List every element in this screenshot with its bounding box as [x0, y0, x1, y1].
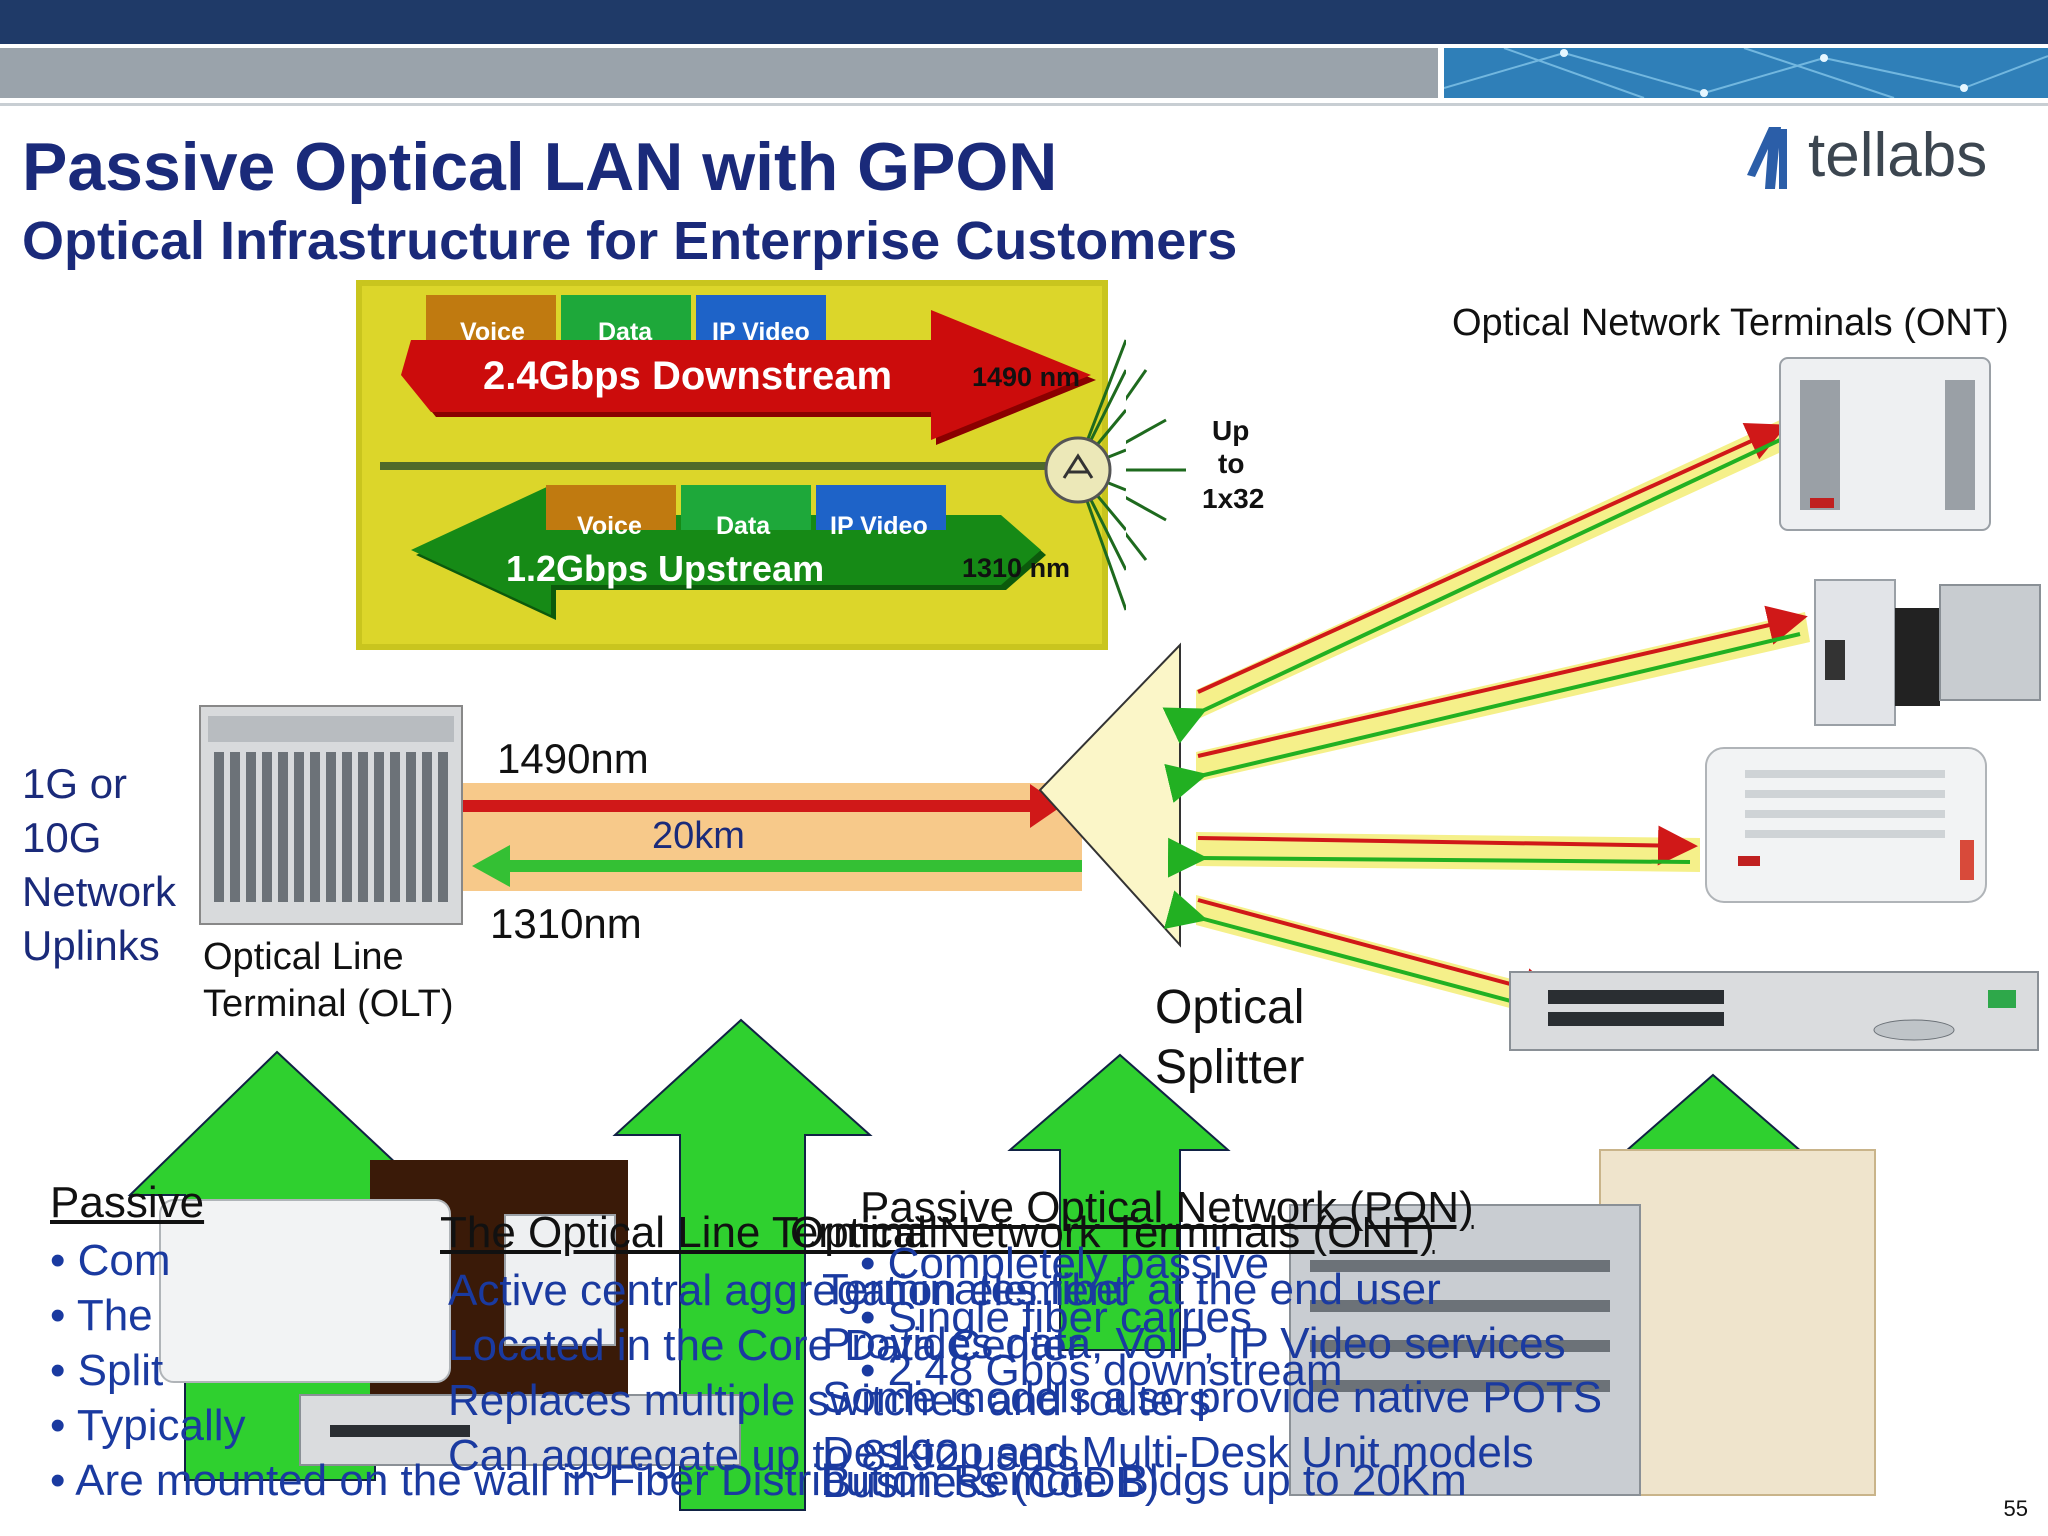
upstream-label: 1.2Gbps Upstream: [506, 548, 825, 589]
col2-bullet3: Replaces multiple switches and routers: [448, 1376, 1212, 1425]
olt-chassis-image: [199, 705, 463, 925]
ont-label: Optical Network Terminals (ONT): [1452, 302, 2009, 344]
header-rule: [0, 103, 2048, 106]
split-ratio-line1: Up: [1212, 415, 1250, 446]
fiber-downstream-wavelength: 1490nm: [497, 735, 649, 782]
col3-heading: Passive Optical Network (PON): [860, 1183, 1474, 1232]
split-ratio-line2: to: [1218, 448, 1245, 479]
downstream-label: 2.4Gbps Downstream: [483, 354, 893, 398]
ont-sfu-image: [1705, 747, 1987, 903]
page-number: 55: [2003, 1496, 2028, 1521]
col3-bullet7: Desktop and Multi-Desk Unit models: [822, 1428, 1534, 1477]
col3-bullet1: • Completely passive: [860, 1239, 1270, 1288]
slide-subtitle: Optical Infrastructure for Enterprise Cu…: [22, 211, 1238, 271]
col1-heading: Passive: [50, 1178, 205, 1227]
split-fan-extension: [1126, 369, 1186, 561]
upstream-tab-data: Data: [716, 512, 771, 540]
uplinks-line1: 1G or: [22, 760, 128, 807]
top-banner: [0, 0, 2048, 44]
header-network-image: [1444, 48, 2048, 98]
downstream-tab-data: Data: [598, 318, 653, 346]
col1-bullet3: • Split: [50, 1346, 164, 1395]
split-ratio-line3: 1x32: [1202, 483, 1265, 514]
olt-label-line1: Optical Line: [203, 936, 404, 978]
bandwidth-panel: [356, 280, 1126, 650]
ont-wall-plate-image: [1814, 579, 2041, 726]
col1-bullet4: • Typically: [50, 1401, 246, 1450]
uplinks-line3: Network: [22, 868, 177, 915]
upstream-wavelength: 1310 nm: [962, 553, 1071, 583]
col3-heading2: Optical Network Terminals (ONT): [790, 1208, 1435, 1257]
col1-bullet5: • Are mounted on the wall in Fiber Distr…: [50, 1456, 1467, 1505]
slide-title: Passive Optical LAN with GPON: [22, 129, 1058, 205]
col2-bullet1: Active central aggregation element: [448, 1266, 1126, 1315]
col1-bullet2: • The: [50, 1291, 153, 1340]
col3-bullet6: Some models also provide native POTS: [822, 1373, 1603, 1422]
col3-bullet4: Terminates fiber at the end user: [822, 1265, 1441, 1314]
upstream-tab-voice: Voice: [577, 512, 642, 540]
olt-label-line2: Terminal (OLT): [203, 983, 454, 1025]
uplinks-line4: Uplinks: [22, 922, 160, 969]
col3-bullet3: • 2.48 Gbps downstream: [860, 1346, 1343, 1395]
col3-bullet5: Provides data, VoIP, IP Video services: [822, 1319, 1566, 1368]
ont-desktop-image: [1779, 357, 1991, 531]
downstream-tab-voice: Voice: [460, 318, 525, 346]
splitter-label-line2: Splitter: [1155, 1041, 1305, 1094]
header-grey-band: [0, 48, 1438, 98]
upstream-tab-ip-video: IP Video: [830, 512, 928, 540]
col1-bullet1: • Com: [50, 1236, 171, 1285]
col3-bullet8: Business (CoDB): [822, 1458, 1160, 1507]
splitter-label-line1: Optical: [1155, 981, 1305, 1034]
fiber-upstream-wavelength: 1310nm: [490, 900, 642, 947]
uplinks-line2: 10G: [22, 814, 102, 861]
fiber-distance: 20km: [652, 815, 745, 857]
downstream-tab-ip-video: IP Video: [712, 318, 810, 346]
col2-heading: The Optical Line Terminal: [440, 1208, 939, 1257]
tellabs-logo-icon: [1747, 127, 1787, 189]
col3-bullet2: • Single fiber carries: [860, 1293, 1253, 1342]
col2-bullet2: Located in the Core Data Center: [448, 1321, 1082, 1370]
col2-bullet4: Can aggregate up to 8192 users: [448, 1431, 1080, 1480]
ont-mdu-switch-image: [1509, 971, 2039, 1051]
downstream-wavelength: 1490 nm: [972, 362, 1081, 392]
logo-text: tellabs: [1808, 121, 1988, 190]
